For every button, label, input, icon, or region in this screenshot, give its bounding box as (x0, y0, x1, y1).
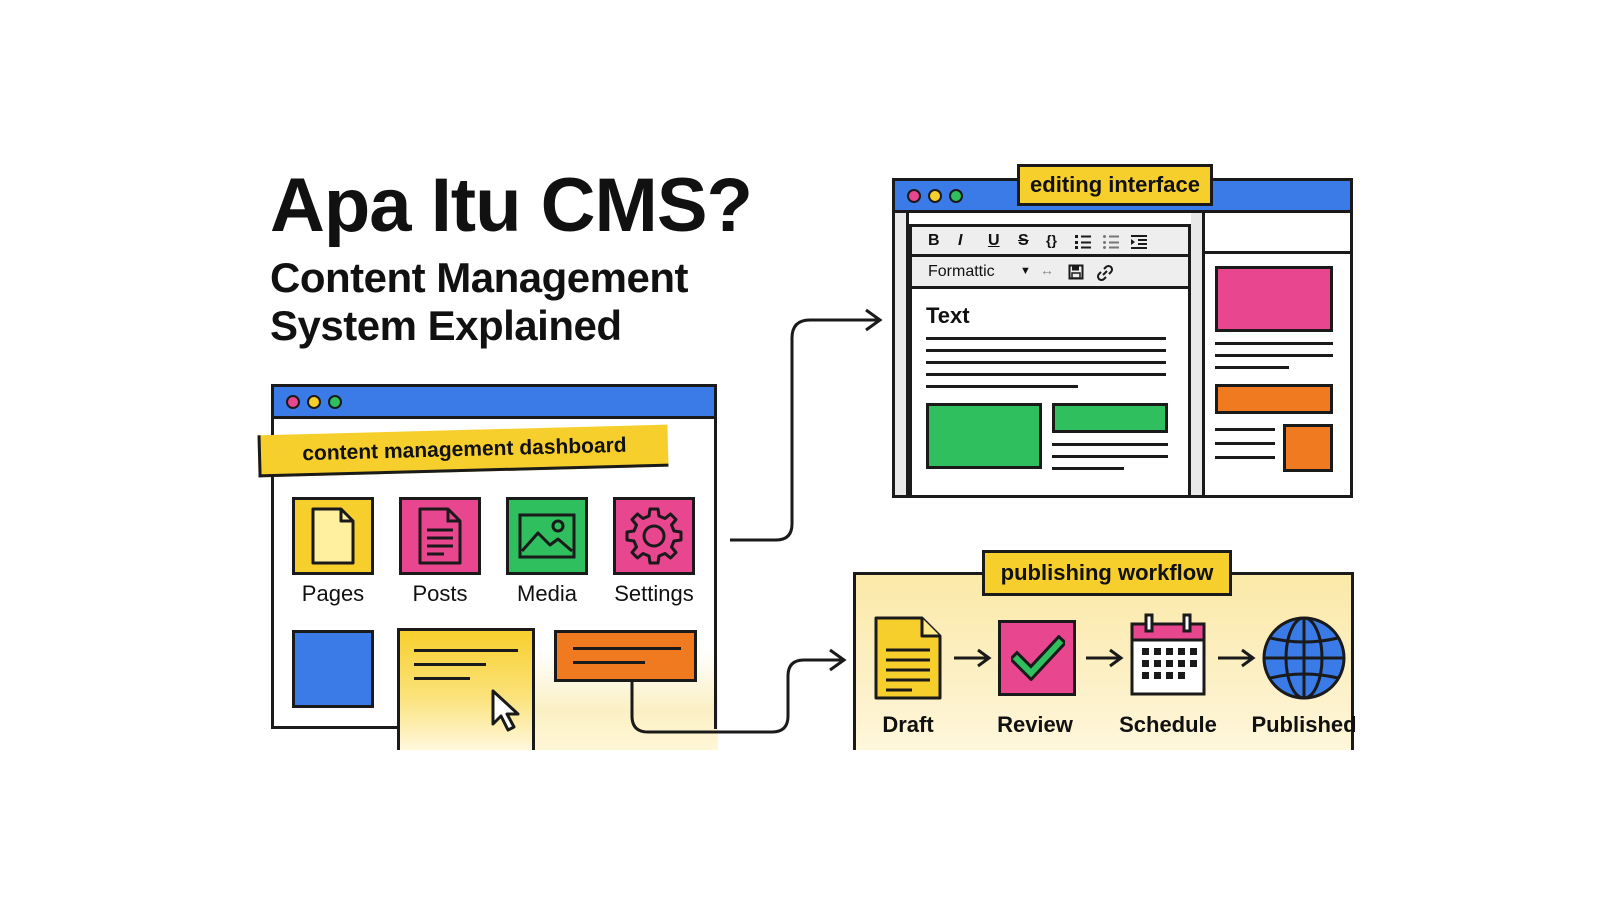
text-line-3 (926, 361, 1166, 364)
text-line-4 (926, 373, 1166, 376)
cursor-icon (491, 689, 520, 732)
tile-media-label: Media (517, 581, 577, 606)
text-line-7 (1052, 455, 1168, 458)
minimize-dot[interactable] (928, 189, 942, 203)
card-line-1 (414, 649, 518, 652)
preview-line-1 (1215, 342, 1333, 345)
ordered-list-icon[interactable] (1074, 234, 1092, 250)
preview-orange-square[interactable] (1283, 424, 1333, 472)
close-dot[interactable] (286, 395, 300, 409)
preview-orange-bar[interactable] (1215, 384, 1333, 414)
preview-line-4 (1215, 428, 1275, 431)
card-line-2 (414, 663, 486, 666)
orange-block[interactable] (554, 630, 697, 682)
connector-to-workflow-arrowhead (829, 648, 847, 672)
tile-settings-label: Settings (614, 581, 694, 606)
text-line-2 (926, 349, 1166, 352)
card-line-3 (414, 677, 470, 680)
preview-pink-block[interactable] (1215, 266, 1333, 332)
bold-button[interactable]: B (928, 232, 940, 249)
connector-to-editor (730, 318, 878, 542)
review-box[interactable] (998, 620, 1076, 696)
arrow-right-icon (1086, 648, 1124, 668)
code-button[interactable]: {} (1046, 232, 1057, 248)
subtitle-line-1: Content Management (270, 254, 689, 301)
tile-posts-label: Posts (412, 581, 468, 606)
connector-to-editor-arrowhead (865, 308, 883, 332)
underline-button[interactable]: U (988, 232, 1000, 249)
gear-icon (625, 507, 683, 565)
image-icon (518, 513, 576, 559)
editor-tag: editing interface (1017, 164, 1213, 206)
editor-window: B I U S {} Formattic ▼ ↔ (892, 178, 1353, 498)
green-image-block[interactable] (926, 403, 1042, 469)
dashboard-titlebar (274, 387, 714, 419)
globe-icon[interactable] (1260, 614, 1348, 702)
orange-line-1 (573, 647, 681, 650)
maximize-dot[interactable] (949, 189, 963, 203)
arrow-right-icon (1218, 648, 1256, 668)
editor-side-strip (895, 213, 909, 495)
tile-media[interactable] (506, 497, 588, 575)
workflow-tag: publishing workflow (982, 550, 1232, 596)
close-dot[interactable] (907, 189, 921, 203)
chevron-down-icon[interactable]: ▼ (1020, 265, 1031, 277)
save-icon[interactable] (1068, 264, 1084, 280)
post-icon (418, 507, 462, 565)
text-line-8 (1052, 467, 1124, 470)
step-schedule-label: Schedule (1119, 712, 1217, 737)
green-banner-block[interactable] (1052, 403, 1168, 433)
editor-divider (1191, 213, 1205, 495)
dashboard-bottom-border (271, 726, 398, 729)
calendar-icon[interactable] (1128, 612, 1208, 698)
step-published-label: Published (1251, 712, 1357, 737)
tile-posts[interactable] (399, 497, 481, 575)
text-line-6 (1052, 443, 1168, 446)
strikethrough-button[interactable]: S (1018, 232, 1029, 249)
text-line-1 (926, 337, 1166, 340)
preview-line-2 (1215, 354, 1333, 357)
preview-pane (1205, 251, 1350, 495)
orange-line-2 (573, 661, 645, 664)
editor-text-heading[interactable]: Text (926, 303, 970, 328)
tile-settings[interactable] (613, 497, 695, 575)
page-title: Apa Itu CMS? (270, 163, 753, 248)
editor-pane: B I U S {} Formattic ▼ ↔ (909, 224, 1191, 495)
preview-line-3 (1215, 366, 1289, 369)
italic-button[interactable]: I (958, 232, 963, 249)
resize-arrows-icon[interactable]: ↔ (1040, 262, 1054, 278)
blue-block[interactable] (292, 630, 374, 708)
subtitle-line-2: System Explained (270, 302, 622, 349)
connector-to-workflow (630, 658, 842, 734)
document-icon[interactable] (872, 614, 944, 702)
tile-pages-label: Pages (301, 581, 365, 606)
indent-icon[interactable] (1130, 234, 1148, 250)
bullet-list-icon[interactable] (1102, 234, 1120, 250)
format-bar: Formattic ▼ ↔ (912, 257, 1188, 289)
maximize-dot[interactable] (328, 395, 342, 409)
dashboard-window (271, 384, 717, 729)
tile-pages[interactable] (292, 497, 374, 575)
workflow-tag-label: publishing workflow (1000, 560, 1214, 585)
preview-line-5 (1215, 442, 1275, 445)
text-line-5 (926, 385, 1078, 388)
link-icon[interactable] (1096, 264, 1114, 282)
format-select[interactable]: Formattic (928, 263, 995, 280)
minimize-dot[interactable] (307, 395, 321, 409)
arrow-right-icon (954, 648, 992, 668)
step-review-label: Review (997, 712, 1073, 737)
step-draft-label: Draft (882, 712, 934, 737)
page-subtitle: Content Management System Explained (270, 254, 689, 350)
editor-tag-label: editing interface (1030, 172, 1200, 197)
editor-toolbar: B I U S {} (912, 227, 1188, 257)
page-icon (311, 507, 355, 565)
preview-line-6 (1215, 456, 1275, 459)
checkmark-icon (1011, 635, 1065, 681)
